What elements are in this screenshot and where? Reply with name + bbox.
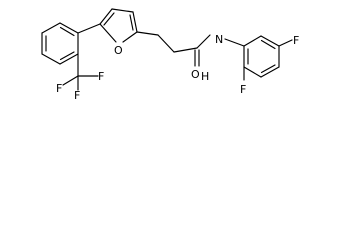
bond <box>136 31 159 36</box>
bond <box>132 11 138 33</box>
bond <box>260 35 280 47</box>
atom-label-f: F <box>74 89 80 102</box>
bond <box>41 53 61 65</box>
trifluoromethylphenyl-ring <box>41 22 79 65</box>
double-bond-inner <box>59 26 75 37</box>
bond <box>59 22 79 34</box>
furan-ring: O <box>99 8 138 57</box>
bond <box>243 35 262 47</box>
chemical-structure-diagram: F F F O O H N <box>41 8 299 102</box>
atom-label-o: O <box>114 44 123 57</box>
bond <box>260 66 280 78</box>
bond <box>196 34 211 49</box>
bond <box>99 23 117 43</box>
double-bond-inner <box>129 14 134 31</box>
bond <box>157 34 175 53</box>
atom-label-f: F <box>56 82 62 95</box>
double-bond-inner <box>103 12 115 26</box>
propanamide-chain: O <box>136 31 211 81</box>
bond <box>59 53 79 65</box>
bond <box>62 75 79 86</box>
atom-label-o: O <box>191 68 200 81</box>
bond <box>111 8 134 13</box>
atom-label-f: F <box>240 83 246 96</box>
bond <box>243 66 262 78</box>
double-bond-inner <box>260 39 276 50</box>
atom-label-f: F <box>293 34 299 47</box>
atom-label-f: F <box>98 70 104 83</box>
atom-label-h: H <box>201 70 209 83</box>
bond <box>278 39 293 47</box>
bond <box>122 31 138 43</box>
bond <box>99 8 113 25</box>
atom-label-n: N <box>215 33 223 46</box>
double-bond-inner <box>59 51 75 61</box>
difluorophenyl-ring <box>243 35 280 78</box>
bond <box>224 38 245 47</box>
bond <box>41 22 61 34</box>
double-bond-inner <box>260 64 276 74</box>
bond <box>173 47 198 53</box>
amide-nh: H N <box>201 33 245 83</box>
ring-fluorines: F F <box>240 34 299 96</box>
trifluoromethyl-group: F F F <box>56 53 104 102</box>
bond <box>77 23 101 34</box>
